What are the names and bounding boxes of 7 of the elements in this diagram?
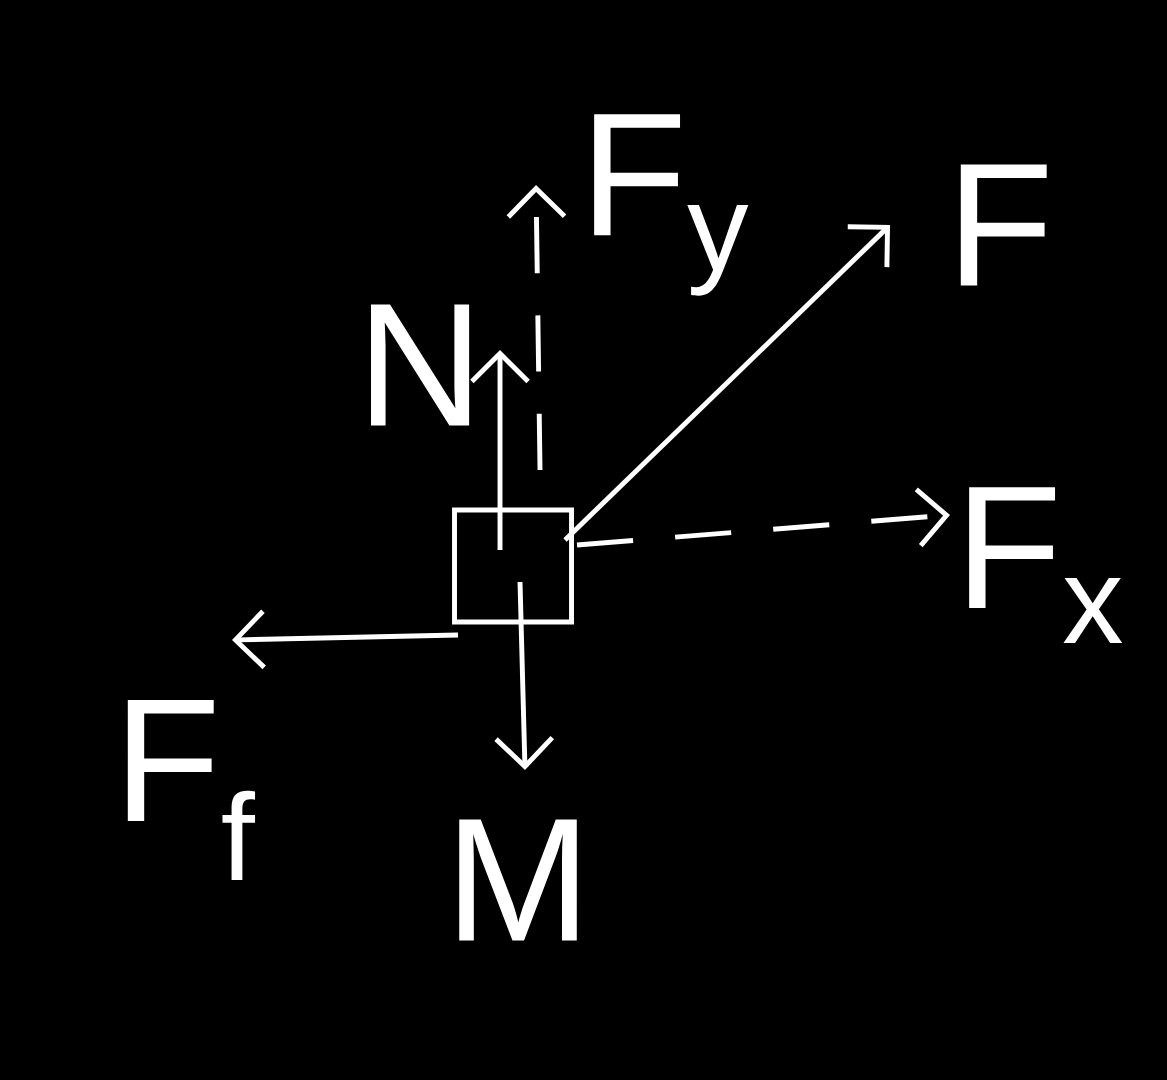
force-label: F (960, 164, 1047, 286)
force-label: M (459, 819, 577, 941)
force-label: F$_{x}$ (969, 487, 1123, 643)
block (452, 507, 574, 625)
force-label: F$_{y}$ (594, 114, 749, 296)
force-label: F$_{f}$ (127, 700, 256, 880)
force-label: N (371, 304, 470, 426)
